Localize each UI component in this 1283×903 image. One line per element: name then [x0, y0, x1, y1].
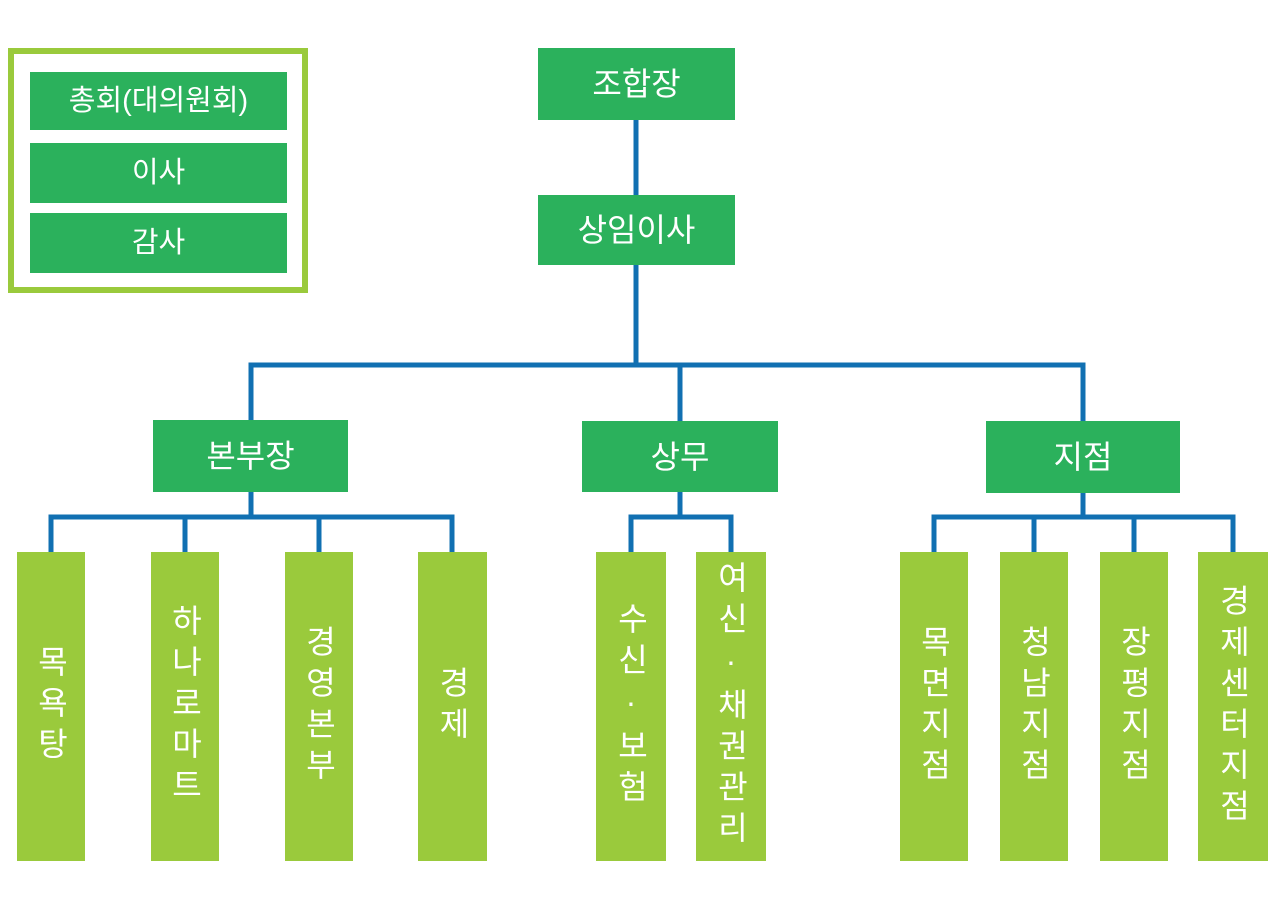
- leaf-management-hq: 경영본부: [285, 552, 353, 861]
- node-branch-offices: 지점: [986, 421, 1180, 493]
- leaf-mokmyeon-branch-label: 목면지점: [916, 624, 952, 789]
- leaf-hanaro-mart-label: 하나로마트: [167, 604, 203, 809]
- leaf-deposits-insurance-label: 수신·보험: [613, 602, 649, 811]
- leaf-loans-bond-management: 여신·채권관리: [696, 552, 766, 861]
- leaf-cheongnam-branch-label: 청남지점: [1016, 624, 1052, 789]
- leaf-deposits-insurance: 수신·보험: [596, 552, 666, 861]
- node-president: 조합장: [538, 48, 735, 120]
- leaf-management-hq-label: 경영본부: [301, 624, 337, 789]
- legend-item-general-assembly: 총회(대의원회): [30, 72, 287, 130]
- node-managing-director: 상무: [582, 421, 778, 492]
- leaf-economy-label: 경제: [434, 665, 471, 748]
- leaf-hanaro-mart: 하나로마트: [151, 552, 219, 861]
- legend-item-auditors: 감사: [30, 213, 287, 273]
- node-executive-director: 상임이사: [538, 195, 735, 265]
- leaf-economy: 경제: [418, 552, 487, 861]
- leaf-cheongnam-branch: 청남지점: [1000, 552, 1068, 861]
- leaf-economy-center-branch-label: 경제센터지점: [1215, 583, 1251, 830]
- legend-item-directors: 이사: [30, 143, 287, 203]
- leaf-mokmyeon-branch: 목면지점: [900, 552, 968, 861]
- leaf-bathhouse-label: 목욕탕: [33, 645, 69, 768]
- leaf-jangpyeong-branch: 장평지점: [1100, 552, 1168, 861]
- leaf-jangpyeong-branch-label: 장평지점: [1116, 624, 1152, 789]
- leaf-economy-center-branch: 경제센터지점: [1198, 552, 1268, 861]
- node-division-head: 본부장: [153, 420, 348, 492]
- leaf-bathhouse: 목욕탕: [17, 552, 85, 861]
- leaf-loans-bond-management-label: 여신·채권관리: [713, 561, 749, 852]
